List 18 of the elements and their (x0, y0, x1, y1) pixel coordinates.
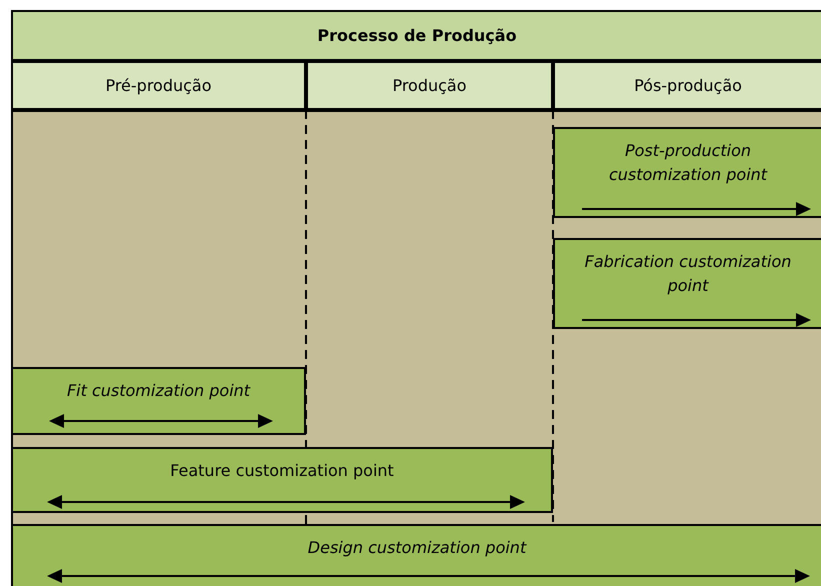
header-text: Pós-produção (633, 74, 743, 96)
customization-bar (11, 367, 306, 435)
customization-bar (553, 238, 821, 329)
phase-header (553, 61, 821, 110)
bar-label: Post-production customization point (608, 140, 768, 186)
phase-header (11, 61, 306, 110)
phase-header (306, 61, 553, 110)
customization-bar (11, 447, 553, 513)
bar-label: Feature customization point (169, 460, 395, 482)
bar-label: Fabrication customization point (584, 251, 792, 297)
header-text: Produção (391, 74, 468, 96)
bar-label: Fit customization point (66, 380, 252, 402)
bar-label: Design customization point (306, 537, 528, 559)
customization-bar (553, 127, 821, 218)
customization-bar (11, 524, 821, 586)
title-band (11, 10, 821, 61)
header-text: Processo de Produção (316, 24, 518, 46)
header-text: Pré-produção (104, 74, 213, 96)
